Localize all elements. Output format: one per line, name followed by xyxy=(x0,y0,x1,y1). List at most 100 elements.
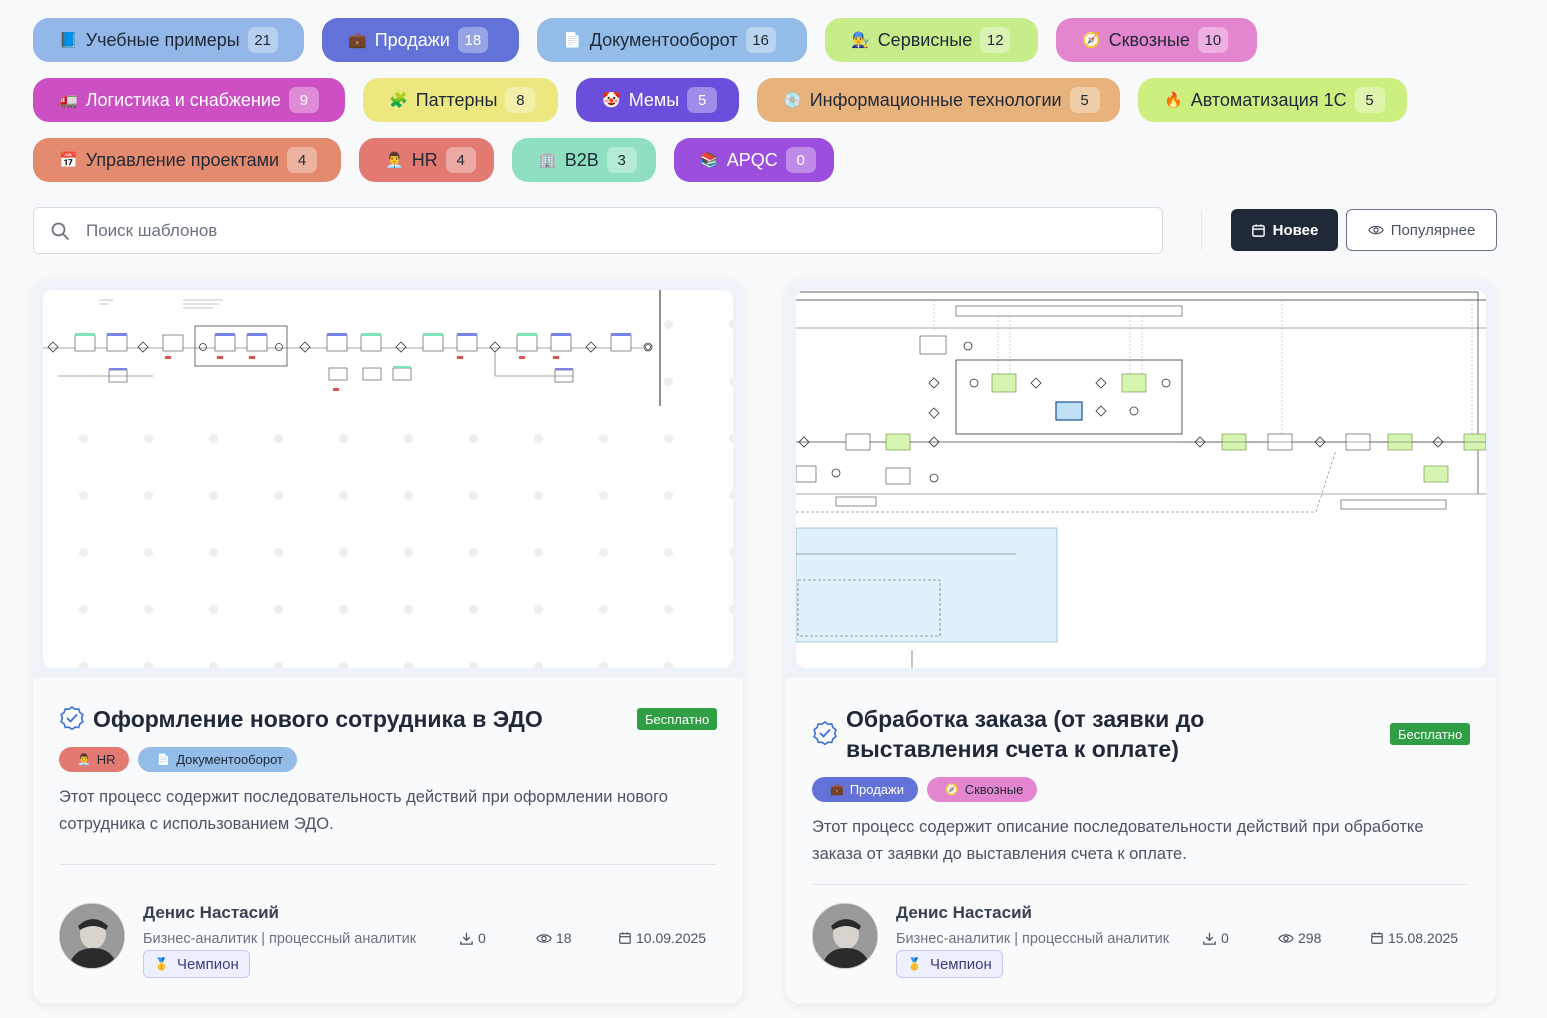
views-stat: 298 xyxy=(1278,930,1321,946)
sort-popular-label: Популярнее xyxy=(1390,221,1476,239)
book-icon: 📘 xyxy=(59,32,78,49)
chip-count: 4 xyxy=(445,147,476,173)
author-name[interactable]: Денис Настасий xyxy=(896,903,1032,922)
card-tags: 👨‍💼HR 📄 Документооборот xyxy=(59,747,297,772)
disc-icon: 💿 xyxy=(783,92,802,109)
calendar-icon xyxy=(619,932,631,944)
chip-category[interactable]: 👨‍🔧 Сервисные 12 xyxy=(825,18,1038,62)
calendar-icon: 📅 xyxy=(59,152,78,169)
card-tag[interactable]: 🧭Сквозные xyxy=(927,777,1038,802)
author-name[interactable]: Денис Настасий xyxy=(143,903,279,922)
download-icon xyxy=(1203,932,1216,945)
card-tag[interactable]: 👨‍💼HR xyxy=(59,747,130,772)
diagram-preview[interactable] xyxy=(33,280,743,678)
template-card[interactable]: Обработка заказа (от заявки до выставлен… xyxy=(786,280,1496,1004)
card-body: Обработка заказа (от заявки до выставлен… xyxy=(786,678,1496,1004)
chip-count: 21 xyxy=(247,27,278,53)
document-icon: 📄 xyxy=(156,754,171,766)
document-icon: 📄 xyxy=(563,32,582,49)
verified-check-icon xyxy=(813,721,837,746)
champion-label: Чемпион xyxy=(929,955,992,973)
chip-count: 9 xyxy=(288,87,319,113)
chip-count: 10 xyxy=(1197,27,1228,53)
chip-label: Сервисные xyxy=(877,29,973,50)
chip-count: 12 xyxy=(980,27,1011,53)
card-title[interactable]: Оформление нового сотрудника в ЭДО xyxy=(93,706,543,732)
free-badge: Бесплатно xyxy=(1390,723,1471,745)
diagram-preview[interactable] xyxy=(786,280,1496,678)
compass-icon: 🧭 xyxy=(1082,32,1101,49)
download-icon xyxy=(460,932,473,945)
divider xyxy=(812,884,1470,885)
clown-icon: 🤡 xyxy=(602,92,621,109)
eye-icon xyxy=(536,933,552,943)
briefcase-icon: 💼 xyxy=(830,784,844,796)
avatar-photo xyxy=(813,904,877,968)
chip-label: APQC xyxy=(726,149,778,170)
fire-icon: 🔥 xyxy=(1164,92,1183,109)
bpmn-diagram-thumbnail xyxy=(796,290,1486,668)
tag-label: Продажи xyxy=(849,782,904,797)
diagram-canvas xyxy=(796,290,1486,668)
bpmn-diagram-thumbnail xyxy=(43,290,661,406)
card-tags: 💼 Продажи 🧭Сквозные xyxy=(812,777,1038,802)
search-box xyxy=(33,207,1163,254)
champion-label: Чемпион xyxy=(176,955,239,973)
office-building-icon: 🏢 xyxy=(538,152,557,169)
diagram-canvas xyxy=(43,290,733,668)
views-stat: 18 xyxy=(536,930,572,946)
compass-icon: 🧭 xyxy=(945,784,959,796)
card-title-row: Оформление нового сотрудника в ЭДО xyxy=(59,704,613,734)
views-count: 18 xyxy=(556,930,572,946)
eye-icon xyxy=(1367,225,1384,235)
sort-newest-label: Новее xyxy=(1272,221,1319,239)
card-tag[interactable]: 📄 Документооборот xyxy=(138,747,297,772)
divider xyxy=(59,864,717,865)
search-input[interactable] xyxy=(86,220,1086,241)
chip-count: 5 xyxy=(1354,87,1385,113)
avatar[interactable] xyxy=(59,903,125,969)
divider xyxy=(1201,210,1202,250)
sort-newest-button[interactable]: Новее xyxy=(1231,209,1338,251)
search-icon xyxy=(51,222,69,240)
chip-count: 16 xyxy=(745,27,776,53)
chip-category[interactable]: 👨‍💼 HR 4 xyxy=(359,138,494,182)
calendar-icon xyxy=(1251,223,1265,237)
avatar[interactable] xyxy=(812,903,878,969)
card-tag[interactable]: 💼 Продажи xyxy=(812,777,918,802)
tag-label: Документооборот xyxy=(176,752,283,767)
chip-label: Мемы xyxy=(628,89,680,110)
medal-icon: 🥇 xyxy=(907,957,922,971)
champion-badge: 🥇 Чемпион xyxy=(143,950,250,978)
chip-label: HR xyxy=(411,149,438,170)
chip-category[interactable]: 🧭 Сквозные 10 xyxy=(1056,18,1257,62)
truck-icon: 🚛 xyxy=(59,92,78,109)
tag-label: HR xyxy=(96,752,116,767)
mechanic-icon: 👨‍🔧 xyxy=(851,32,870,49)
publish-date: 10.09.2025 xyxy=(636,930,707,946)
downloads-stat: 0 xyxy=(459,930,486,946)
eye-icon xyxy=(1278,933,1294,943)
chip-label: Сквозные xyxy=(1108,29,1190,50)
sort-popular-button[interactable]: Популярнее xyxy=(1346,209,1497,251)
card-title[interactable]: Обработка заказа (от заявки до выставлен… xyxy=(846,706,1205,762)
downloads-stat: 0 xyxy=(1202,930,1229,946)
chip-count: 5 xyxy=(1069,87,1100,113)
briefcase-icon: 💼 xyxy=(348,32,367,49)
office-worker-icon: 👨‍💼 xyxy=(385,152,404,169)
template-card[interactable]: Оформление нового сотрудника в ЭДО Беспл… xyxy=(33,280,743,1004)
medal-icon: 🥇 xyxy=(154,957,169,971)
